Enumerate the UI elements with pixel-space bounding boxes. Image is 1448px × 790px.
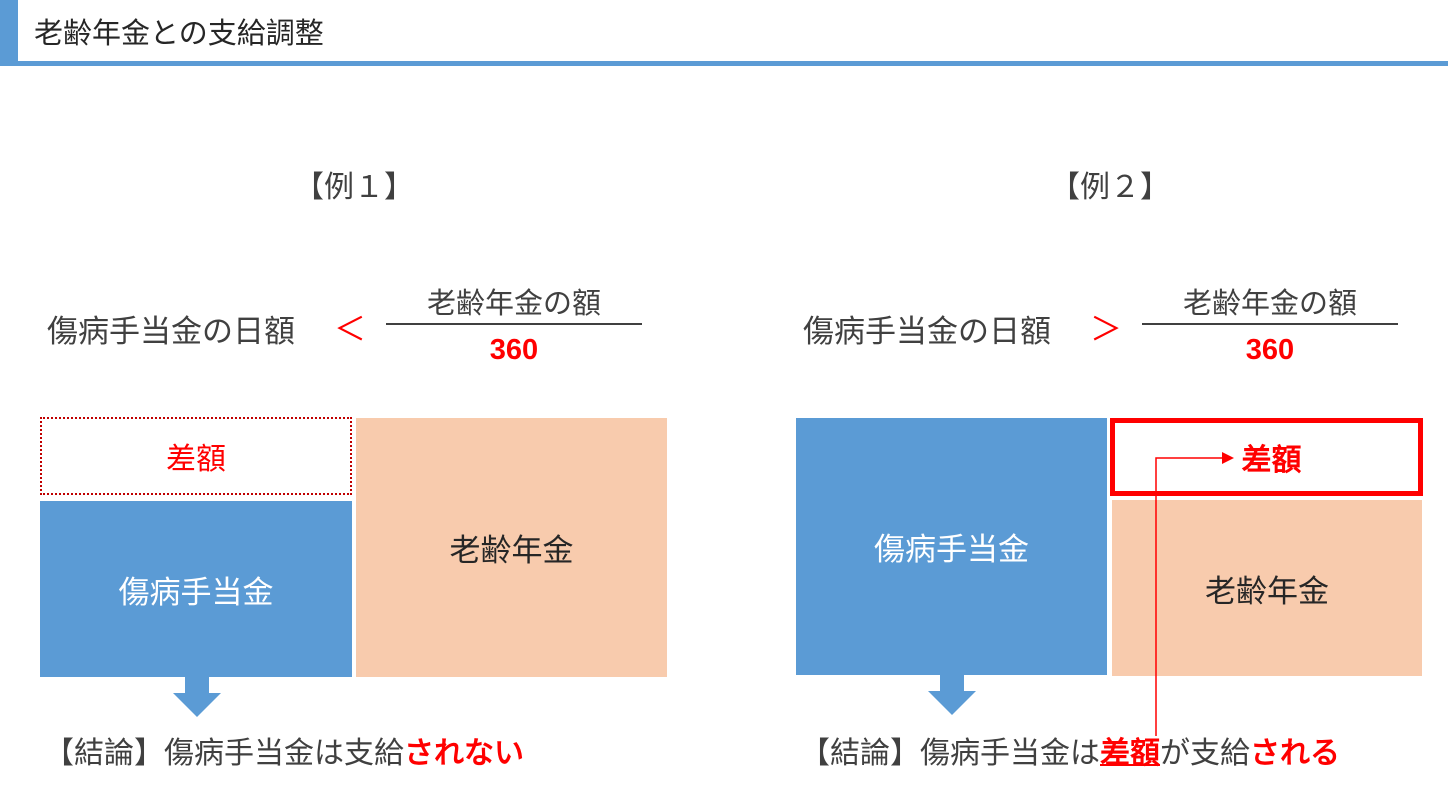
example1-title: 【例１】 xyxy=(294,170,414,205)
example2-title: 【例２】 xyxy=(1050,170,1170,205)
example1-fraction-line xyxy=(386,323,642,325)
example1-old-age-pension-label: 老齢年金 xyxy=(449,533,574,569)
example2-formula-operator: ＞ xyxy=(1090,310,1123,348)
example1-old-age-pension-box: 老齢年金 xyxy=(356,418,667,677)
example2-conclusion-difference: 差額 xyxy=(1100,736,1160,771)
example2-difference-label: 差額 xyxy=(1241,443,1302,478)
example2-connector-arrow-icon xyxy=(1150,448,1240,742)
example2-old-age-pension-box: 老齢年金 xyxy=(1112,500,1422,676)
example2-difference-box: 差額 xyxy=(1110,418,1423,496)
example2-fraction-line xyxy=(1142,323,1398,325)
example2-fraction-numerator: 老齢年金の額 xyxy=(1182,286,1357,320)
example1-sickness-allowance-label: 傷病手当金 xyxy=(118,574,274,611)
example1-fraction-denominator: 360 xyxy=(489,334,539,366)
example2-down-arrow-icon xyxy=(928,675,976,715)
example1-formula-operator: ＜ xyxy=(334,310,367,348)
example2-old-age-pension-label: 老齢年金 xyxy=(1205,573,1329,610)
example1-fraction-numerator: 老齢年金の額 xyxy=(426,286,601,320)
example1-conclusion-emphasis: されない xyxy=(404,736,524,771)
example1-difference-box: 差額 xyxy=(40,417,352,495)
page-title: 老齢年金との支給調整 xyxy=(34,16,324,50)
example2-conclusion: 【結論】傷病手当金は差額が支給される xyxy=(800,728,1340,772)
example2-conclusion-emphasis: される xyxy=(1250,736,1340,771)
example2-conclusion-prefix: 【結論】傷病手当金は xyxy=(800,736,1100,771)
example1-down-arrow-icon xyxy=(173,677,221,717)
example1-conclusion-prefix: 【結論】傷病手当金は支給 xyxy=(44,736,404,771)
example2-fraction-denominator: 360 xyxy=(1245,334,1295,366)
example1-conclusion: 【結論】傷病手当金は支給されない xyxy=(44,728,524,772)
header-underline xyxy=(0,61,1448,66)
example1-difference-label: 差額 xyxy=(166,442,226,477)
header-accent-bar xyxy=(0,0,18,62)
example2-conclusion-middle: が支給 xyxy=(1160,736,1250,771)
example1-formula-left: 傷病手当金の日額 xyxy=(47,314,295,350)
example2-sickness-allowance-label: 傷病手当金 xyxy=(874,532,1029,568)
example2-formula-left: 傷病手当金の日額 xyxy=(803,314,1051,350)
example2-sickness-allowance-box: 傷病手当金 xyxy=(796,418,1107,675)
example1-sickness-allowance-box: 傷病手当金 xyxy=(40,501,352,677)
